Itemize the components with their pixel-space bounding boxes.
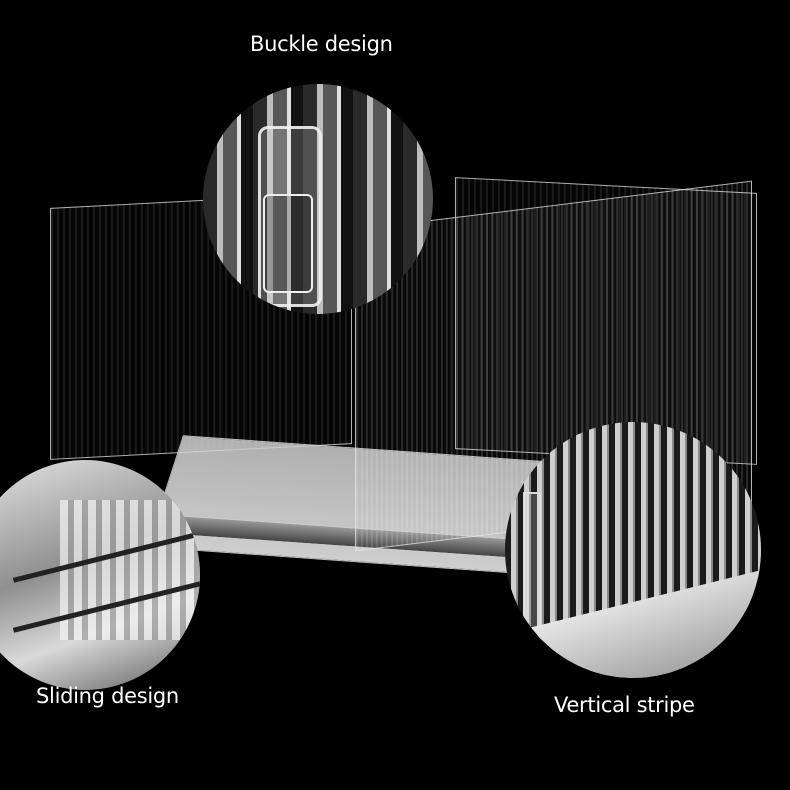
sliding-design-label: Sliding design — [36, 684, 179, 708]
sliding-detail-circle — [0, 460, 200, 690]
buckle-design-label: Buckle design — [250, 32, 393, 56]
vertical-base-rail — [505, 570, 761, 678]
vertical-stripe-detail-circle — [505, 422, 761, 678]
buckle-detail-circle — [203, 84, 433, 314]
sliding-stripes — [60, 500, 200, 640]
vertical-stripe-label: Vertical stripe — [554, 693, 695, 717]
buckle-clip-inner — [263, 194, 313, 293]
